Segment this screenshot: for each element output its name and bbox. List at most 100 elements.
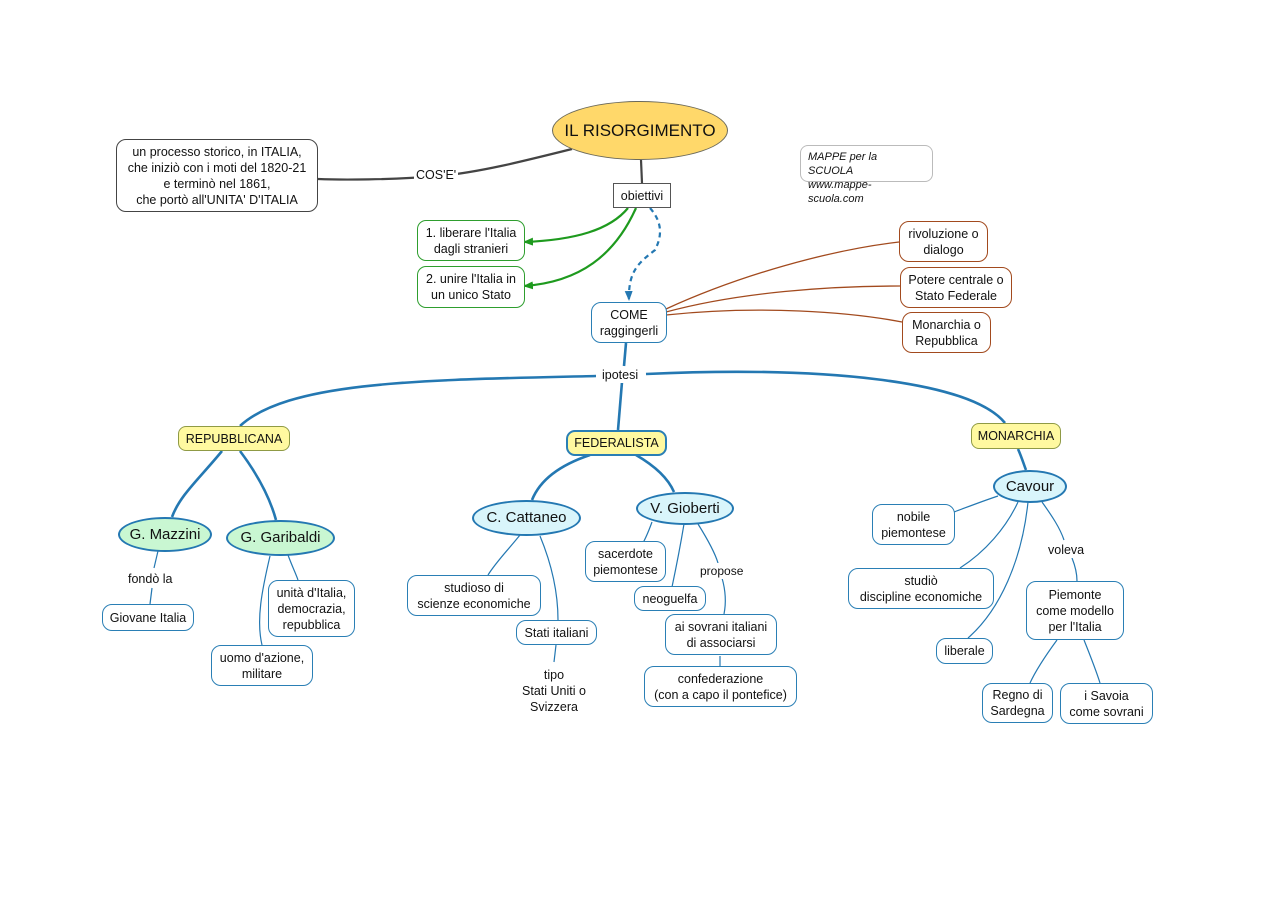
link-label-giovane <box>149 587 153 605</box>
objective-2-node[interactable]: 2. unire l'Italia in un unico Stato <box>417 266 525 308</box>
link-republican-garibaldi <box>238 450 278 521</box>
link-hypotheses-republican <box>239 374 597 427</box>
republican-node[interactable]: REPUBBLICANA <box>178 426 290 451</box>
cattaneo-scholar-line-2: scienze economiche <box>417 596 531 611</box>
cavour-studies-node[interactable]: studiò discipline economiche <box>848 568 994 609</box>
link-objectives-how <box>624 207 662 301</box>
cattaneo-model-line-1: tipo <box>543 668 565 682</box>
root-title: IL RISORGIMENTO <box>564 120 716 140</box>
issue-2-node[interactable]: Potere centrale o Stato Federale <box>900 267 1012 308</box>
link-cattaneo-scholar <box>487 534 521 576</box>
link-objective-1 <box>523 207 629 246</box>
gioberti-priest-line-2: piemontese <box>593 562 658 577</box>
gioberti-confederation-line-2: (con a capo il pontefice) <box>654 687 787 702</box>
link-garibaldi-ideals <box>287 554 299 581</box>
cavour-noble-node[interactable]: nobile piemontese <box>872 504 955 545</box>
credit-line-1: MAPPE per la SCUOLA <box>808 151 878 177</box>
definition-line-1: un processo storico, in ITALIA, <box>132 144 302 159</box>
cavour-sardinia-line-1: Regno di <box>992 688 1043 702</box>
root-node[interactable]: IL RISORGIMENTO <box>552 101 728 160</box>
cavour-sardinia-line-2: Sardegna <box>990 704 1045 718</box>
cattaneo-scholar-node[interactable]: studioso di scienze economiche <box>407 575 541 616</box>
gioberti-confederation-node[interactable]: confederazione (con a capo il pontefice) <box>644 666 797 707</box>
cattaneo-name: C. Cattaneo <box>486 509 567 526</box>
gioberti-node[interactable]: V. Gioberti <box>636 492 734 525</box>
garibaldi-role-line-2: militare <box>241 666 283 681</box>
mazzini-link-label: fondò la <box>126 571 175 587</box>
link-propose-proposal <box>721 577 726 615</box>
cattaneo-model-line-2: Stati Uniti o <box>522 684 586 698</box>
definition-link-label: COS'E' <box>414 167 459 183</box>
cattaneo-scholar-line-1: studioso di <box>444 580 504 595</box>
cavour-noble-line-2: piemontese <box>881 525 946 540</box>
how-line-2: raggingerli <box>599 323 659 338</box>
giovane-italia-node[interactable]: Giovane Italia <box>102 604 194 631</box>
cavour-savoy-node[interactable]: i Savoia come sovrani <box>1060 683 1153 724</box>
cavour-piedmont-line-1: Piemonte <box>1048 587 1102 602</box>
gioberti-movement-label: neoguelfa <box>642 591 698 606</box>
cavour-link-label: voleva <box>1046 542 1087 558</box>
issue-3-node[interactable]: Monarchia o Repubblica <box>902 312 991 353</box>
issue-1-line-2: dialogo <box>923 242 964 257</box>
link-cattaneo-states <box>539 535 559 621</box>
gioberti-proposal-line-2: di associarsi <box>686 635 756 650</box>
cavour-node[interactable]: Cavour <box>993 470 1067 503</box>
garibaldi-node[interactable]: G. Garibaldi <box>226 520 335 556</box>
definition-line-4: che portò all'UNITA' D'ITALIA <box>136 192 298 207</box>
link-objective-2 <box>523 207 638 290</box>
issue-1-line-1: rivoluzione o <box>908 226 979 241</box>
cavour-piedmont-line-2: come modello <box>1036 603 1114 618</box>
garibaldi-name: G. Garibaldi <box>240 529 321 546</box>
link-gioberti-movement <box>671 523 685 588</box>
objectives-node[interactable]: obiettivi <box>613 183 671 208</box>
cattaneo-states-label: Stati italiani <box>524 625 589 640</box>
issue-3-line-2: Repubblica <box>915 333 978 348</box>
cavour-piedmont-node[interactable]: Piemonte come modello per l'Italia <box>1026 581 1124 640</box>
cavour-liberal-node[interactable]: liberale <box>936 638 993 664</box>
link-how-hypotheses <box>622 342 628 367</box>
objective-1-node[interactable]: 1. liberare l'Italia dagli stranieri <box>417 220 525 261</box>
monarchic-title: MONARCHIA <box>977 429 1055 443</box>
objective-2-line-1: 2. unire l'Italia in <box>426 272 516 286</box>
definition-line-3: e terminò nel 1861, <box>163 176 271 191</box>
objective-1-line-2: dagli stranieri <box>433 241 509 256</box>
garibaldi-role-line-1: uomo d'azione, <box>219 650 305 665</box>
link-mazzini-label <box>153 550 159 569</box>
link-piedmont-sardinia <box>1029 639 1058 684</box>
issue-1-node[interactable]: rivoluzione o dialogo <box>899 221 988 262</box>
gioberti-name: V. Gioberti <box>650 499 720 517</box>
cattaneo-model-line-3: Svizzera <box>530 700 578 714</box>
link-how-issue-1 <box>665 241 900 310</box>
link-hypotheses-federalist <box>616 381 624 431</box>
definition-node[interactable]: un processo storico, in ITALIA, che iniz… <box>116 139 318 212</box>
mazzini-node[interactable]: G. Mazzini <box>118 517 212 552</box>
link-monarchic-cavour <box>1016 448 1028 471</box>
how-node[interactable]: COME raggingerli <box>591 302 667 343</box>
cattaneo-node[interactable]: C. Cattaneo <box>472 500 581 536</box>
gioberti-priest-node[interactable]: sacerdote piemontese <box>585 541 666 582</box>
credit-line-2: www.mappe-scuola.com <box>808 179 872 205</box>
garibaldi-ideals-line-1: unità d'Italia, <box>276 585 347 600</box>
cattaneo-model-text: tipo Stati Uniti o Svizzera <box>512 667 596 715</box>
credit-box: MAPPE per la SCUOLA www.mappe-scuola.com <box>800 145 933 205</box>
federalist-node[interactable]: FEDERALISTA <box>566 430 667 456</box>
gioberti-movement-node[interactable]: neoguelfa <box>634 586 706 611</box>
gioberti-priest-line-1: sacerdote <box>598 546 653 561</box>
gioberti-proposal-node[interactable]: ai sovrani italiani di associarsi <box>665 614 777 655</box>
mazzini-name: G. Mazzini <box>129 525 201 543</box>
cattaneo-states-node[interactable]: Stati italiani <box>516 620 597 645</box>
monarchic-node[interactable]: MONARCHIA <box>971 423 1061 449</box>
link-label-piedmont <box>1071 557 1078 582</box>
link-gioberti-propose <box>697 523 719 564</box>
issue-3-line-1: Monarchia o <box>912 317 981 332</box>
cavour-sardinia-node[interactable]: Regno di Sardegna <box>982 683 1053 723</box>
link-cavour-noble <box>953 495 999 513</box>
link-root-objectives <box>639 159 644 184</box>
garibaldi-ideals-node[interactable]: unità d'Italia, democrazia, repubblica <box>268 580 355 637</box>
gioberti-link-label: propose <box>698 563 746 579</box>
cavour-noble-line-1: nobile <box>896 509 931 524</box>
garibaldi-role-node[interactable]: uomo d'azione, militare <box>211 645 313 686</box>
link-cavour-liberal <box>967 501 1029 639</box>
